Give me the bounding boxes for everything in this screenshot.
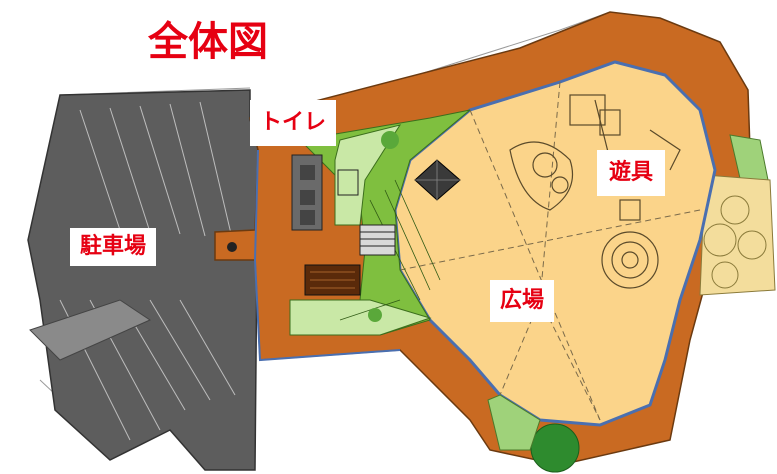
toilet-building [291,154,359,231]
playground-equipment [509,94,681,289]
stairs [359,224,396,256]
tree-top-lawn [381,131,399,149]
planting-circles [703,195,767,289]
site-boundary-line [253,149,401,362]
parking-car-shape [29,299,152,361]
pavilion-roof [414,159,461,201]
lawn-bottom-strip [289,299,432,336]
parking-label: 駐車場 [70,228,157,266]
shelter-hatch [310,271,355,289]
toilet-label: トイレ [250,100,337,146]
tree-large-bottom [530,423,580,473]
planting-right-mounds [699,174,776,296]
map-title: 全体図 [148,19,268,65]
plaza-label: 広場 [490,280,555,322]
playground-label: 遊具 [597,150,666,196]
tree-bottom-lawn [368,308,382,322]
planting-bottom [487,394,541,451]
parking-lot-area [27,89,259,471]
entrance-marker [227,242,237,252]
